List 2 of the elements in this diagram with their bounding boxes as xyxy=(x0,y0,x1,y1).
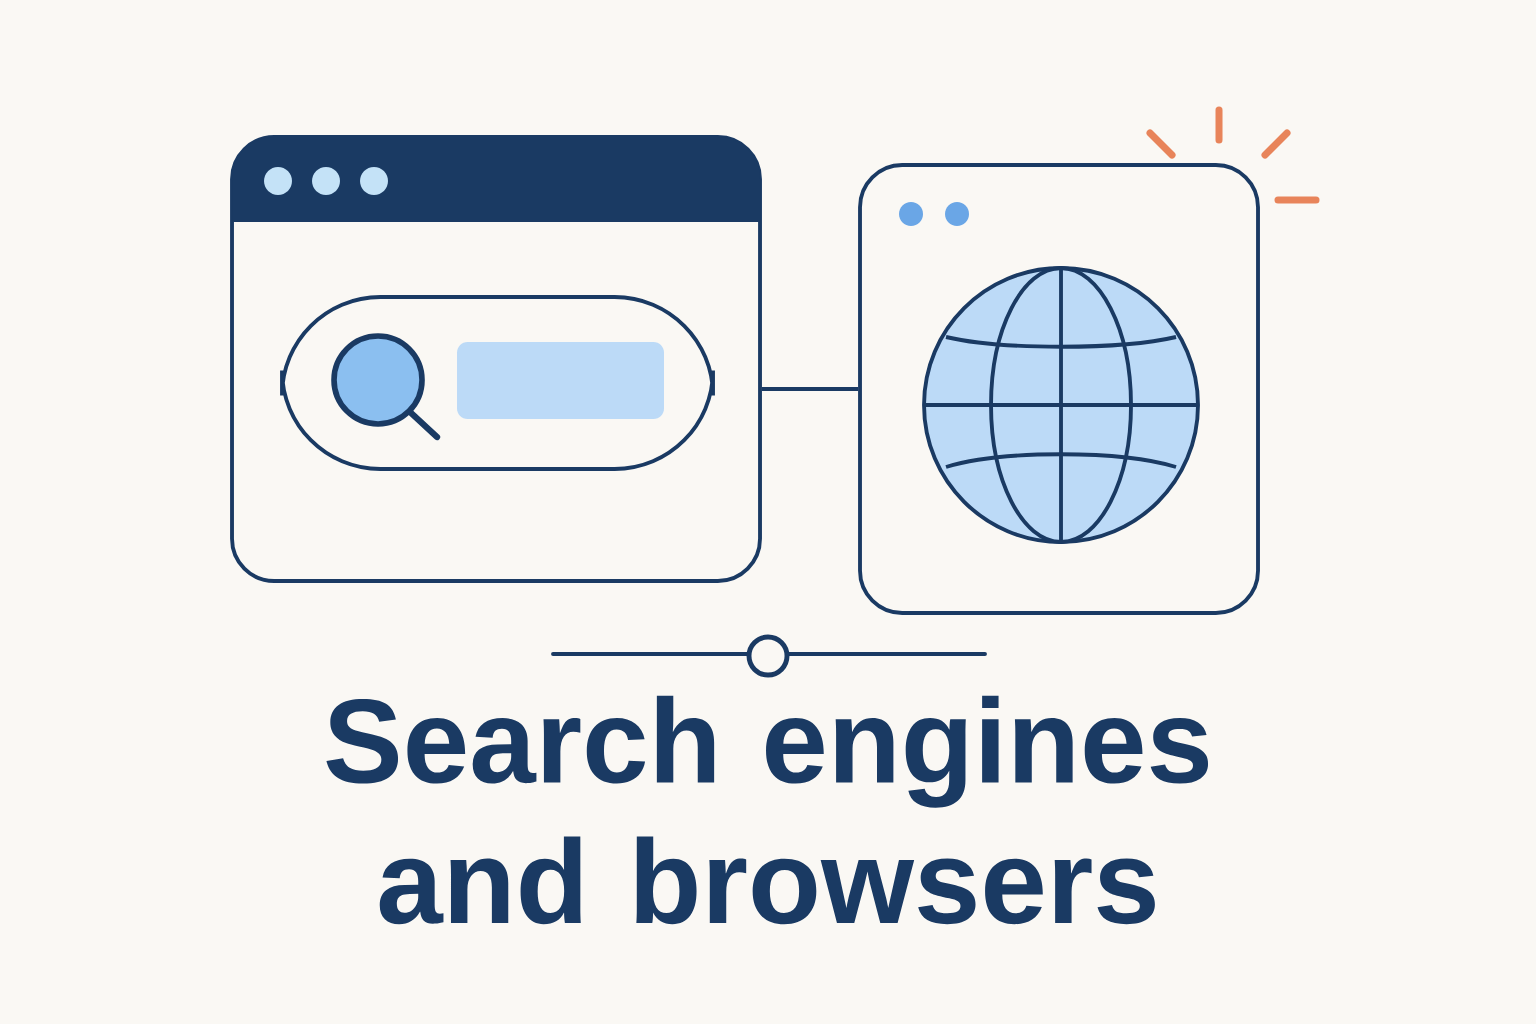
connector-line xyxy=(761,387,859,391)
title: Search engines and browsers xyxy=(326,695,1209,925)
